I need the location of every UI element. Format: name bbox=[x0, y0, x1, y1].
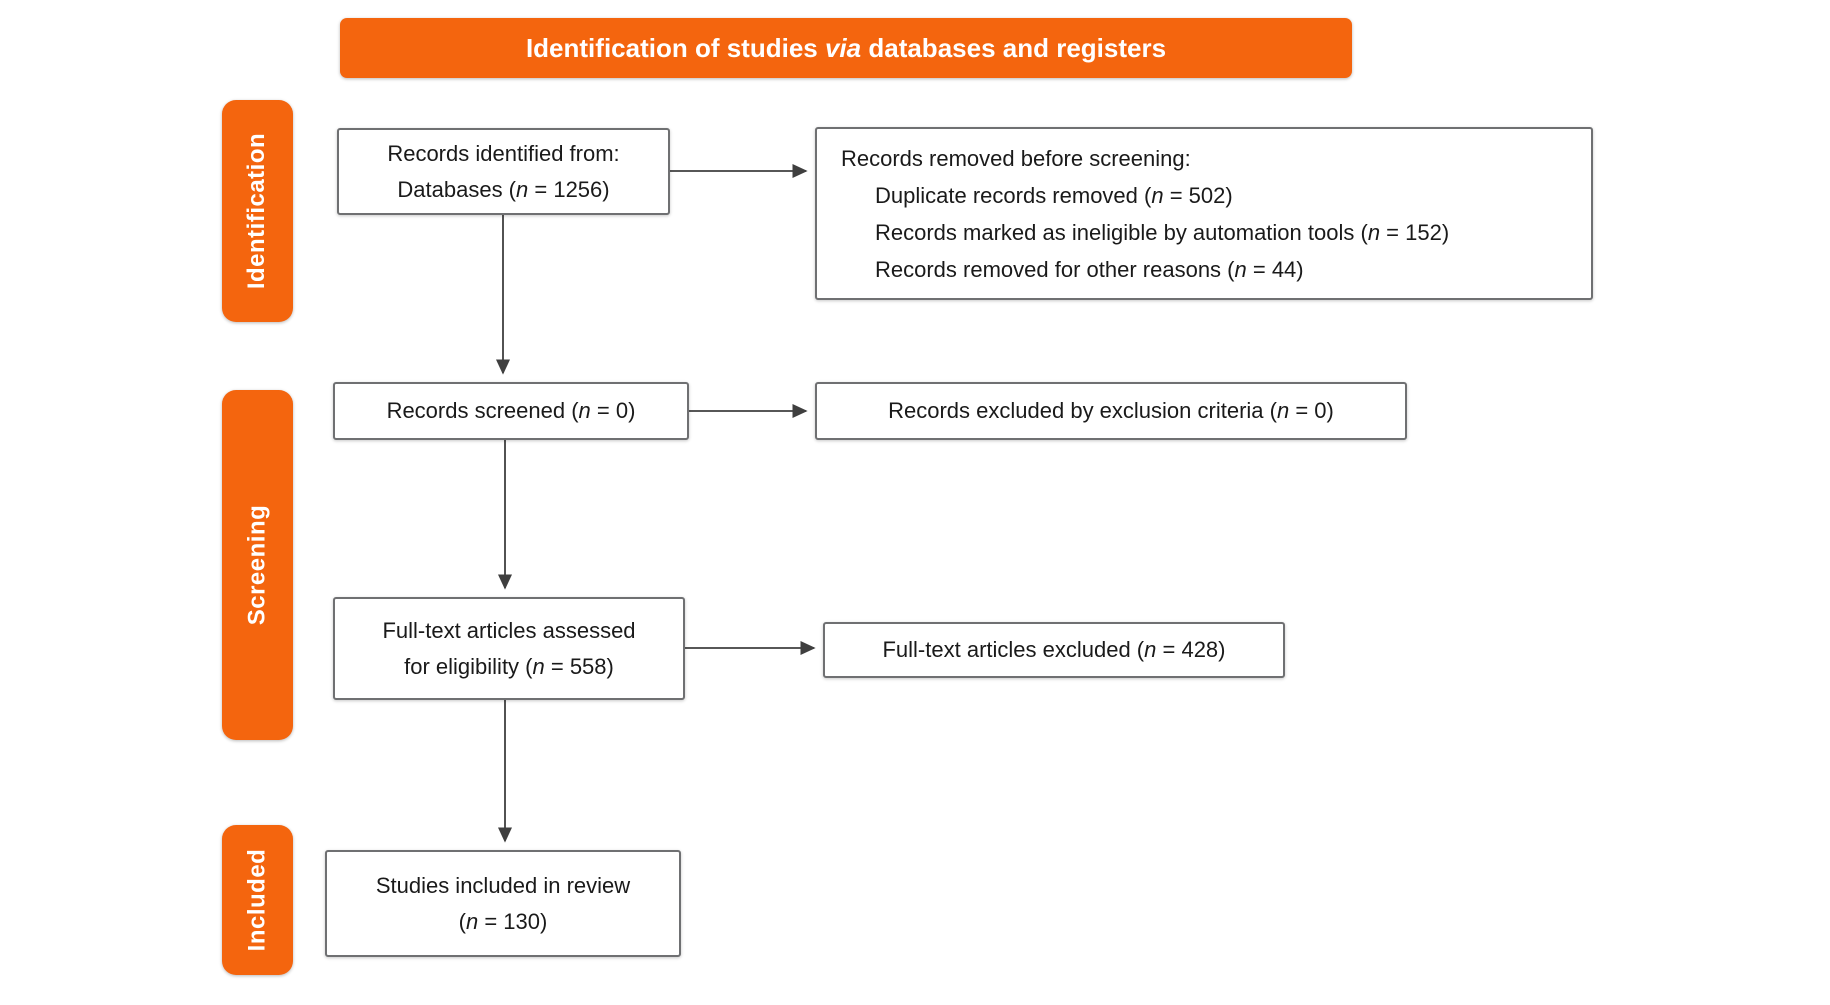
studies-included-line1: Studies included in review bbox=[375, 872, 631, 898]
stage-label-included: Included bbox=[222, 825, 293, 975]
box-fulltext-assessed: Full-text articles assessed for eligibil… bbox=[333, 597, 685, 700]
box-records-removed: Records removed before screening: Duplic… bbox=[815, 127, 1593, 300]
fulltext-assessed-line2: for eligibility (n = 558) bbox=[404, 653, 614, 679]
fulltext-excluded-text: Full-text articles excluded (n = 428) bbox=[882, 637, 1226, 662]
stage-label-included-text: Included bbox=[243, 848, 271, 952]
box-records-identified: Records identified from: Databases (n = … bbox=[337, 128, 670, 215]
studies-included-line2: (n = 130) bbox=[458, 908, 548, 934]
records-identified-line2: Databases (n = 1256) bbox=[397, 176, 610, 202]
records-identified-line1: Records identified from: bbox=[387, 140, 620, 166]
box-studies-included: Studies included in review (n = 130) bbox=[325, 850, 681, 957]
stage-label-screening-text: Screening bbox=[243, 504, 271, 626]
fulltext-assessed-line1: Full-text articles assessed bbox=[382, 617, 636, 643]
records-removed-item-duplicates: Duplicate records removed (n = 502) bbox=[875, 182, 1233, 208]
records-screened-text: Records screened (n = 0) bbox=[386, 398, 636, 423]
box-records-excluded: Records excluded by exclusion criteria (… bbox=[815, 382, 1407, 440]
records-removed-heading: Records removed before screening: bbox=[841, 145, 1191, 171]
stage-label-identification: Identification bbox=[222, 100, 293, 322]
title-banner: Identification of studies via databases … bbox=[340, 18, 1352, 78]
records-excluded-text: Records excluded by exclusion criteria (… bbox=[888, 398, 1334, 423]
records-removed-item-automation: Records marked as ineligible by automati… bbox=[875, 219, 1450, 245]
stage-label-identification-text: Identification bbox=[243, 132, 271, 290]
box-fulltext-excluded: Full-text articles excluded (n = 428) bbox=[823, 622, 1285, 678]
box-records-screened: Records screened (n = 0) bbox=[333, 382, 689, 440]
records-removed-item-other: Records removed for other reasons (n = 4… bbox=[875, 256, 1304, 282]
stage-label-screening: Screening bbox=[222, 390, 293, 740]
diagram-title: Identification of studies via databases … bbox=[525, 32, 1167, 63]
